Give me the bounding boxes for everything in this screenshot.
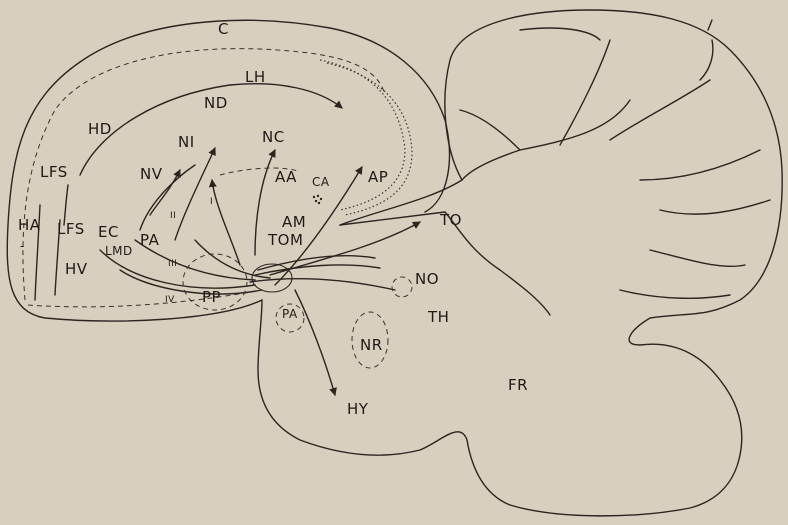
label-LFS-upper: LFS <box>40 165 68 180</box>
mark-upper-right <box>708 20 712 30</box>
label-NR: NR <box>360 338 383 353</box>
label-LH: LH <box>245 70 266 85</box>
label-roman-II: II <box>170 212 176 221</box>
dotted-tract-1 <box>320 60 405 210</box>
arrow-aa <box>212 180 240 265</box>
label-minus: - <box>20 240 25 252</box>
label-AM: AM <box>282 215 306 230</box>
label-NV: NV <box>140 167 162 182</box>
label-roman-IV: IV <box>165 296 175 305</box>
label-AP: AP <box>368 170 388 185</box>
arrow-no <box>250 256 395 290</box>
lfs-lines <box>35 185 68 300</box>
label-NI: NI <box>178 135 195 150</box>
label-HA: HA <box>18 218 41 233</box>
label-TOM: TOM <box>268 233 303 248</box>
label-PP: PP <box>202 290 221 305</box>
label-roman-I: I <box>210 198 213 207</box>
label-C: C <box>218 22 229 37</box>
label-ND: ND <box>204 96 228 111</box>
lower-dashed-boundary <box>28 290 262 307</box>
label-PA-lower: PA <box>282 308 298 320</box>
tom-core <box>252 264 292 292</box>
label-NO: NO <box>415 272 439 287</box>
label-PA-upper: PA <box>140 233 159 248</box>
label-NC: NC <box>262 130 285 145</box>
arrow-hy <box>295 290 335 395</box>
no-circle <box>392 277 412 297</box>
label-CA: CA <box>312 176 330 188</box>
label-roman-III: III <box>168 260 177 269</box>
arrow-ni <box>140 148 215 240</box>
label-HD: HD <box>88 122 112 137</box>
label-EC: EC <box>98 225 119 240</box>
label-HV: HV <box>65 262 88 277</box>
dotted-tract-2 <box>327 63 412 215</box>
label-LMD: LMD <box>105 245 133 257</box>
label-LFS-lower: LFS <box>57 222 85 237</box>
cerebellar-folia <box>460 28 770 298</box>
label-TH: TH <box>428 310 449 325</box>
label-FR: FR <box>508 378 528 393</box>
label-HY: HY <box>347 402 368 417</box>
label-AA: AA <box>275 170 297 185</box>
ca-stipple <box>313 195 322 204</box>
label-TO: TO <box>440 213 462 228</box>
